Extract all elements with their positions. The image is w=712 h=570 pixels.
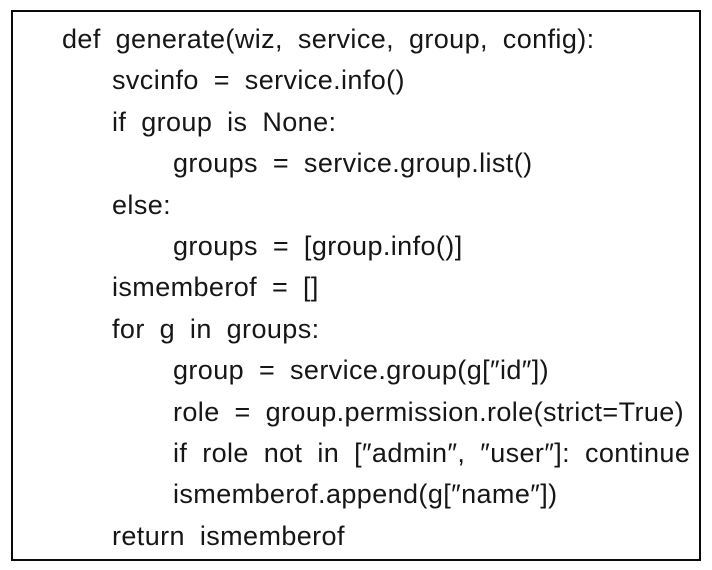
code-listing-box: def generate(wiz, service, group, config… xyxy=(11,10,701,561)
code-line: ismemberof = [] xyxy=(112,272,319,303)
code-line: groups = [group.info()] xyxy=(173,230,463,261)
code-line: if role not in [″admin″, ″user″]: contin… xyxy=(173,437,691,468)
code-line: return ismemberof xyxy=(112,520,345,551)
code-line: if group is None: xyxy=(112,106,337,137)
code-line: for g in groups: xyxy=(112,313,320,344)
code-line: def generate(wiz, service, group, config… xyxy=(62,24,595,54)
code-line: group = service.group(g[″id″]) xyxy=(173,355,550,386)
code-line: ismemberof.append(g[″name″]) xyxy=(173,479,558,510)
code-line: role = group.permission.role(strict=True… xyxy=(173,396,685,427)
code-line: else: xyxy=(112,189,172,220)
code-line: svcinfo = service.info() xyxy=(112,65,405,96)
code-line: groups = service.group.list() xyxy=(173,148,533,179)
